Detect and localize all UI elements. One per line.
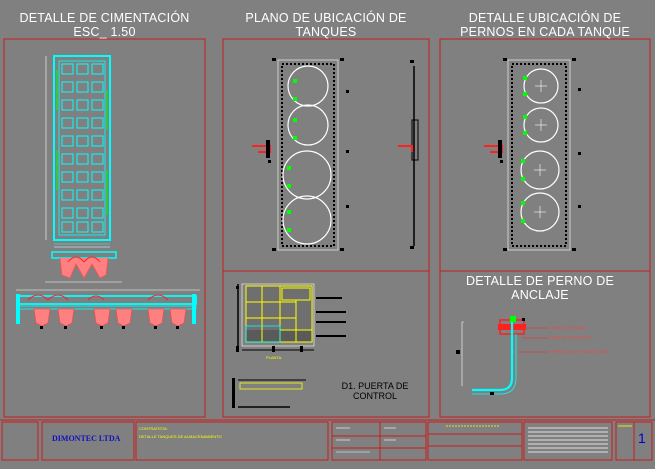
title-perno-anclaje-line1: DETALLE DE PERNO DE [465, 274, 615, 288]
title-plano-tanques: PLANO DE UBICACIÓN DE TANQUES [223, 11, 429, 39]
sheet-number: 1 [638, 430, 646, 446]
annotation-base-concreto: BASE DE CONCRETO [550, 335, 592, 340]
title-cimentacion-line1: DETALLE DE CIMENTACIÓN [19, 11, 190, 25]
panel-plano-tanques [222, 38, 430, 272]
panel-perno-anclaje [439, 270, 651, 418]
panel-puerta [222, 270, 430, 418]
project-name: DETALLE TANQUES DE ALMACENAMIENTO [139, 434, 222, 439]
bolt-location-plan [484, 58, 581, 251]
title-block-hatch [528, 427, 608, 453]
title-pernos-line2: PERNOS EN CADA TANQUE [460, 25, 630, 39]
panel-pernos [439, 38, 651, 272]
panel-cimentacion [3, 38, 206, 418]
contratista-label: CONTRATISTA: [139, 426, 168, 431]
foundation-section-long [16, 289, 200, 329]
title-pernos-line1: DETALLE UBICACIÓN DE [468, 11, 622, 25]
annotation-perno-acero: PERNO DE 3/4" Ø ACERO 1020 [550, 349, 609, 354]
title-perno-anclaje-line2: ANCLAJE [511, 288, 569, 302]
title-plano-line2: TANQUES [295, 25, 357, 39]
foundation-plan [45, 55, 111, 248]
annotation-minimo-rosca: MÍNIMO DE ROSCA [550, 325, 587, 330]
title-cimentacion: DETALLE DE CIMENTACIÓN ESC_ 1.50 [4, 11, 205, 39]
company-name: DIMONTEC LTDA [52, 434, 121, 443]
title-block [1, 421, 653, 461]
foundation-section-small [45, 251, 122, 283]
title-puerta-line2: CONTROL [352, 391, 397, 401]
title-puerta: D1. PUERTA DE CONTROL [330, 381, 420, 401]
annotation-planta: PLANTA [266, 355, 282, 360]
title-plano-line1: PLANO DE UBICACIÓN DE [245, 11, 407, 25]
title-puerta-line1: D1. PUERTA DE [341, 381, 409, 391]
title-perno-anclaje: DETALLE DE PERNO DE ANCLAJE [440, 274, 640, 302]
title-cimentacion-line2: ESC_ 1.50 [73, 25, 136, 39]
control-door-detail [232, 283, 346, 408]
title-pernos: DETALLE UBICACIÓN DE PERNOS EN CADA TANQ… [440, 11, 650, 39]
tank-layout-plan [252, 58, 419, 251]
anchor-bolt-detail [456, 316, 548, 395]
